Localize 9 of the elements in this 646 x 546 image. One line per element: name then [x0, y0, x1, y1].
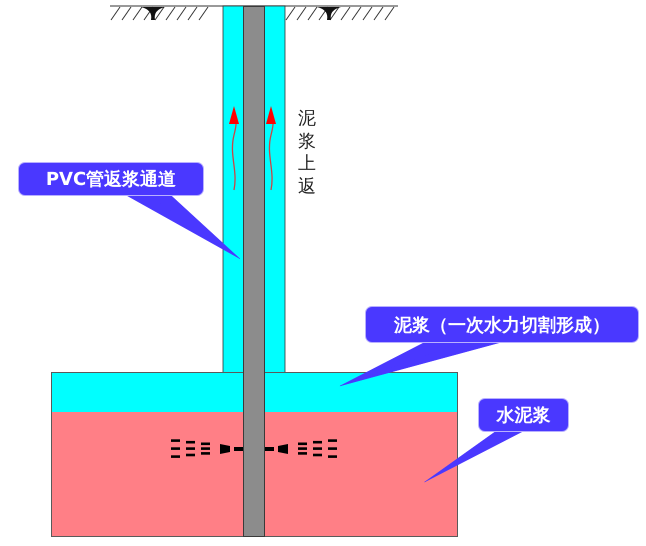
slurry-layer	[51, 372, 458, 413]
flow-direction-note: 泥浆上返	[298, 108, 316, 198]
callout-pointer	[126, 194, 240, 259]
pvc-pipe	[243, 6, 265, 537]
callout-label: 泥浆（一次水力切割形成）	[365, 306, 639, 343]
callout-pointer	[424, 430, 524, 482]
callout-label: 水泥浆	[478, 398, 569, 432]
callout-label: PVC管返浆通道	[18, 162, 204, 196]
cement-slurry-zone	[51, 412, 458, 537]
